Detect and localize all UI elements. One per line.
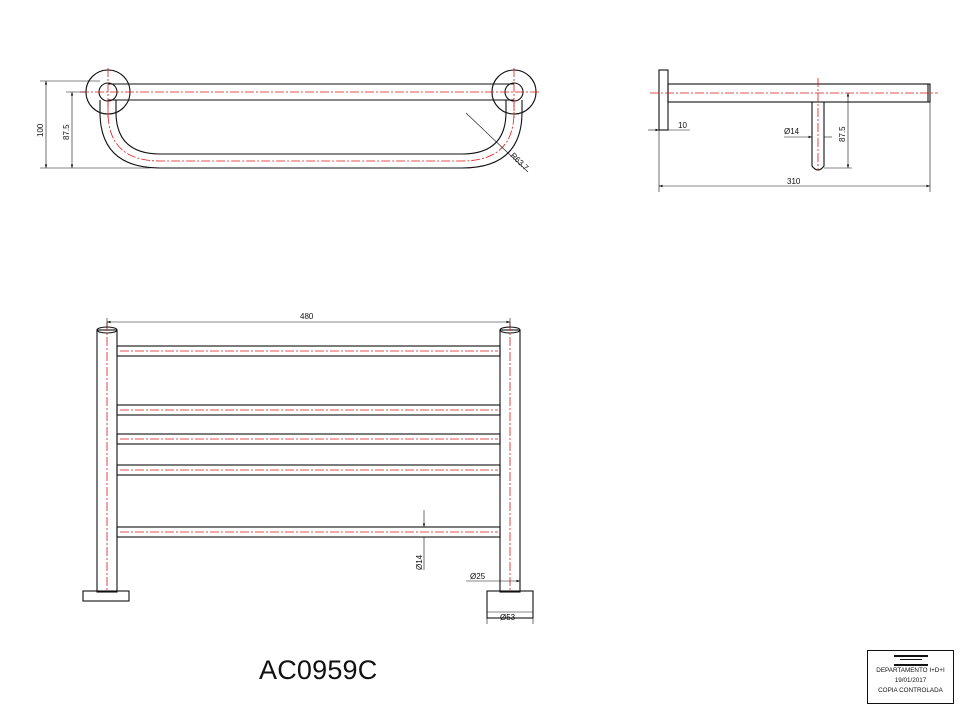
stamp-date: 19/01/2017	[894, 677, 927, 684]
front-view: 100 87.5 R63.7	[36, 68, 540, 173]
dim-base-diameter: Ø53	[500, 613, 516, 622]
rail-bar	[116, 433, 501, 445]
dim-flange: 10	[678, 121, 687, 130]
rail-bar	[116, 345, 501, 357]
dim-drop: 87.5	[838, 126, 847, 142]
dim-bar-diameter-top: Ø14	[415, 554, 424, 570]
right-base	[486, 590, 534, 619]
wall-flange	[658, 69, 669, 131]
side-view: 10 Ø14 87.5 310	[648, 69, 938, 192]
dim-height-total: 100	[36, 123, 45, 137]
u-bar-outer	[99, 100, 523, 169]
dim-radius: R63.7	[509, 151, 531, 173]
rail-bar	[116, 464, 501, 476]
dim-width: 480	[300, 312, 314, 321]
rail-bar	[116, 526, 501, 538]
company-logo-icon	[893, 655, 928, 666]
dim-post-diameter: Ø25	[470, 572, 486, 581]
rail-bars	[116, 345, 501, 538]
stamp-status: COPIA CONTROLADA	[878, 687, 943, 694]
control-stamp: DEPARTAMENTO I+D+I 19/01/2017 COPIA CONT…	[867, 650, 954, 704]
left-base	[82, 590, 130, 602]
stamp-department: DEPARTAMENTO I+D+I	[876, 667, 945, 674]
dim-height-axis: 87.5	[62, 124, 71, 140]
dim-depth: 310	[787, 177, 801, 186]
drawing-code: AC0959C	[259, 655, 378, 685]
top-view: 480 Ø14 Ø25 Ø53	[82, 312, 534, 624]
dim-bar-diameter-side: Ø14	[784, 127, 800, 136]
u-bar-inner	[115, 100, 507, 155]
rail-bar	[116, 404, 501, 416]
